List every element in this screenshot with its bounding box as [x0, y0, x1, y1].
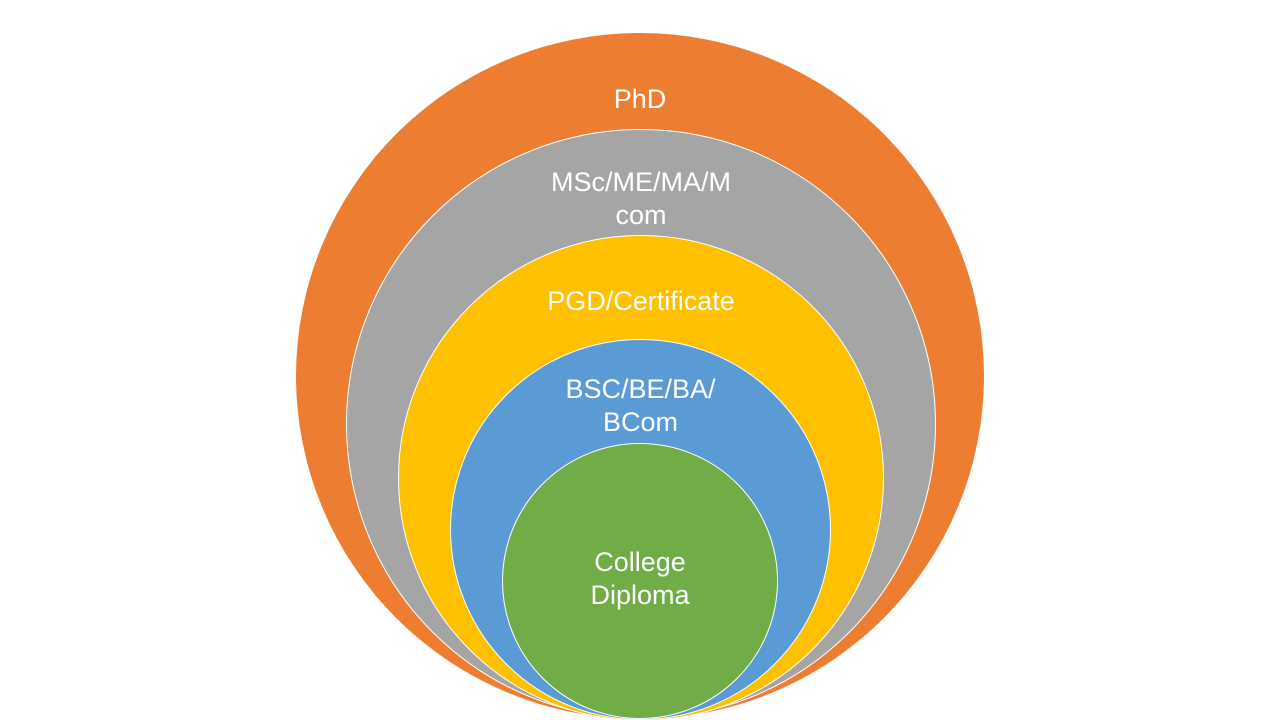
level-bachelors-label: BSC/BE/BA/ BCom — [565, 374, 716, 437]
level-diploma-label: College Diploma — [590, 547, 690, 610]
level-diploma-circle: College Diploma — [502, 443, 778, 719]
level-masters-label: MSc/ME/MA/M com — [551, 167, 731, 230]
level-pgd-label: PGD/Certificate — [547, 286, 735, 316]
level-phd-label: PhD — [613, 84, 667, 114]
